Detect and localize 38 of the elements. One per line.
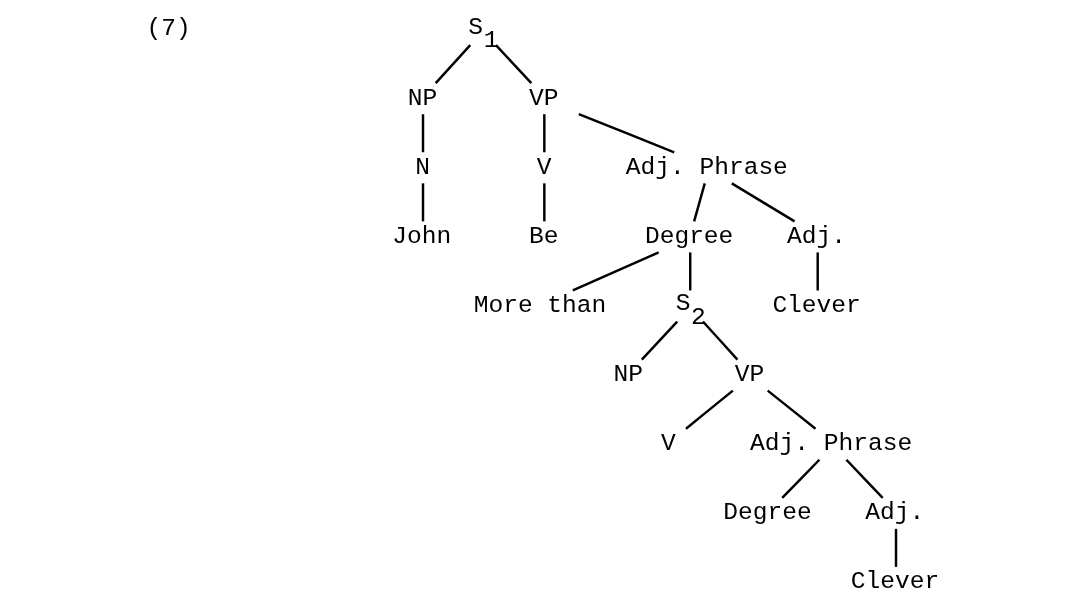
- node-text: NP: [612, 360, 643, 388]
- node-text: John: [391, 222, 451, 250]
- node-text: Adj. Phrase: [625, 153, 788, 181]
- connector: [542, 183, 546, 222]
- connector: [815, 252, 819, 291]
- connector: [845, 458, 884, 499]
- connector: [894, 528, 897, 567]
- node-text: Degree: [644, 222, 733, 250]
- node-text: VP: [734, 360, 764, 388]
- node-text: Clever: [850, 568, 939, 596]
- connector: [571, 251, 659, 292]
- connector: [766, 389, 816, 430]
- connector: [542, 114, 546, 153]
- connector: [730, 182, 795, 223]
- node-text: Adj.: [786, 222, 846, 250]
- connector: [640, 320, 678, 361]
- connector: [494, 44, 532, 84]
- connector: [421, 114, 424, 153]
- node-text: NP: [407, 84, 437, 112]
- connector: [684, 389, 734, 430]
- node-text: N: [414, 153, 430, 181]
- connector: [688, 252, 691, 291]
- connector: [421, 183, 424, 222]
- connector: [780, 458, 820, 499]
- node-text: V: [660, 430, 676, 458]
- connector: [692, 183, 706, 222]
- node-text: Clever: [771, 291, 861, 319]
- node-text: Degree: [722, 499, 812, 527]
- node-text: Adj.: [864, 499, 924, 527]
- node-text: VP: [528, 84, 558, 112]
- node-text: Be: [528, 222, 558, 250]
- label: (7): [146, 15, 191, 43]
- node-text: V: [536, 153, 551, 181]
- connector: [577, 112, 675, 154]
- node-text: More than: [473, 291, 606, 319]
- connector: [434, 44, 471, 84]
- node-text: Adj. Phrase: [749, 430, 912, 458]
- connector: [701, 320, 738, 361]
